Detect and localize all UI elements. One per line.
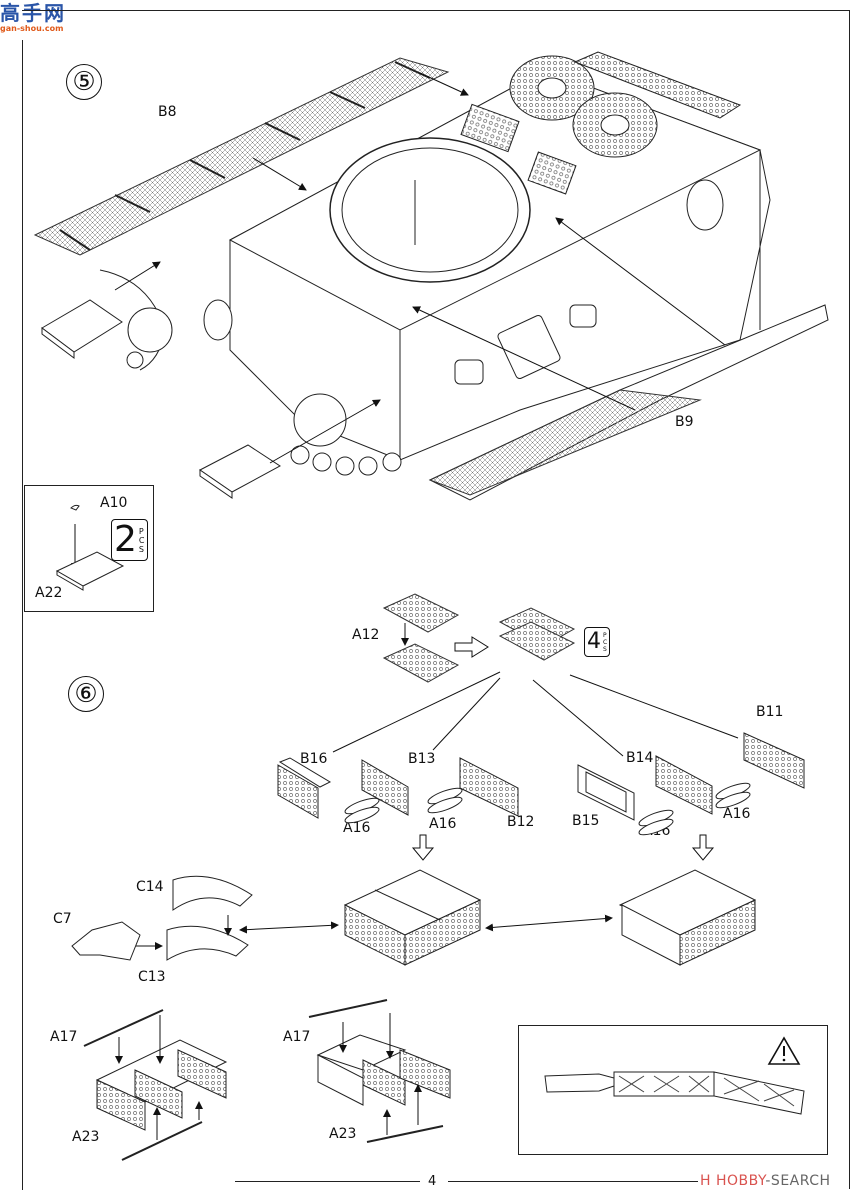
quantity-badge-2pcs: 2 P C S <box>111 519 148 561</box>
part-label-b12: B12 <box>507 814 535 830</box>
part-label-a23-right: A23 <box>329 1126 357 1142</box>
part-label-c13: C13 <box>138 969 166 985</box>
part-label-b11: B11 <box>756 704 784 720</box>
part-label-a17-right: A17 <box>283 1029 311 1045</box>
part-b9-drawing <box>428 304 829 501</box>
inset-drawing <box>55 504 125 591</box>
part-label-b9: B9 <box>675 414 694 430</box>
part-label-a23-left: A23 <box>72 1129 100 1145</box>
site-watermark-url: gan-shou.com <box>0 24 64 33</box>
rack-side-view-drawing <box>544 1073 615 1093</box>
site-watermark-logo: 高手网 gan-shou.com <box>0 2 80 38</box>
part-label-b14: B14 <box>626 750 654 766</box>
part-label-b8: B8 <box>158 104 177 120</box>
step-6-number: ⑥ <box>68 676 104 712</box>
quantity-unit: P C S <box>603 631 608 653</box>
step-5-inset: A10 A22 2 P C S <box>24 485 154 612</box>
page-frame <box>22 10 850 1189</box>
part-label-a12: A12 <box>352 627 380 643</box>
warning-triangle-icon <box>767 1036 801 1065</box>
site-watermark-name: 高手网 <box>0 1 66 25</box>
caution-inset-drawing <box>544 1036 805 1115</box>
quantity-badge-4pcs: 4 P C S <box>584 627 611 657</box>
part-label-b15: B15 <box>572 813 600 829</box>
quantity-value: 2 <box>114 519 137 560</box>
step-5-arrows <box>114 72 726 464</box>
part-label-a16-2: A16 <box>429 816 457 832</box>
part-label-a16-1: A16 <box>343 820 371 836</box>
footer-rule-left <box>235 1181 420 1182</box>
part-label-a17-left: A17 <box>50 1029 78 1045</box>
part-b8-drawing <box>33 57 450 256</box>
hull-body-drawing <box>203 51 771 461</box>
part-label-a16-4: A16 <box>723 806 751 822</box>
step-5-number: ⑤ <box>66 64 102 100</box>
part-a10-drawing <box>70 504 80 511</box>
page-frame-left <box>22 40 23 1190</box>
part-label-a16-3: A16 <box>643 823 671 839</box>
quantity-unit: P C S <box>138 526 145 554</box>
caution-inset <box>518 1025 828 1155</box>
hull-wheels-drawing <box>99 269 402 476</box>
part-label-a10: A10 <box>100 495 128 511</box>
hull-plate-parts <box>41 299 281 499</box>
quantity-value: 4 <box>587 629 601 654</box>
hobby-search-watermark: H HOBBY-SEARCH <box>700 1173 831 1189</box>
part-label-c7: C7 <box>53 911 72 927</box>
part-label-c14: C14 <box>136 879 164 895</box>
hobby-search-text-2: -SEARCH <box>765 1173 831 1189</box>
page-number: 4 <box>428 1174 437 1189</box>
part-label-a22: A22 <box>35 585 63 601</box>
footer-rule-right <box>448 1181 698 1182</box>
hobby-search-logo-icon: H <box>700 1173 712 1189</box>
part-label-b13: B13 <box>408 751 436 767</box>
hobby-search-text-1: HOBBY <box>715 1173 766 1189</box>
part-label-b16: B16 <box>300 751 328 767</box>
